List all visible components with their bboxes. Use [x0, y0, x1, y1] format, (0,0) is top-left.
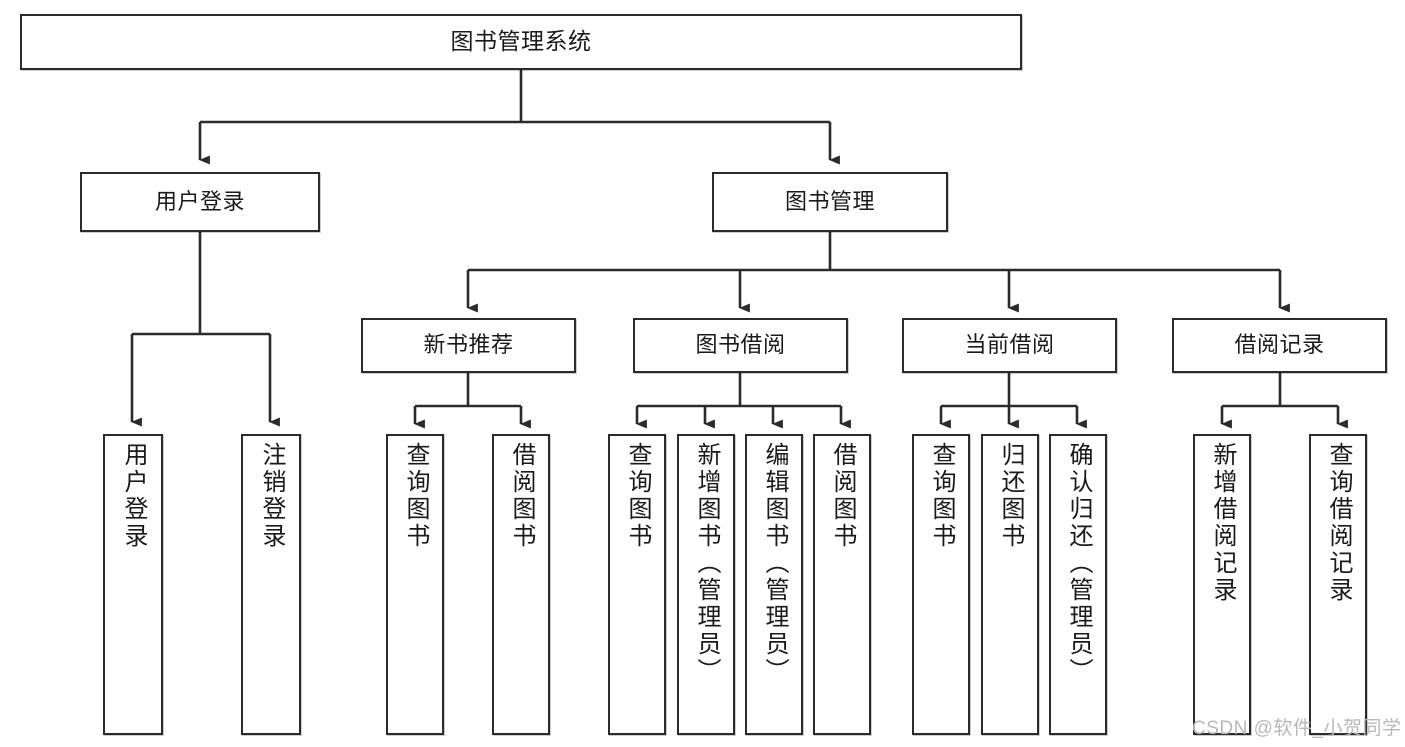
node-label: 用户登录 [154, 188, 245, 214]
leaf-confirm-return-admin[interactable]: 确认归还（管理员） [1049, 434, 1107, 735]
node-label: 当前借阅 [964, 332, 1055, 358]
node-label: 借阅图书 [829, 442, 856, 550]
node-label: 确认归还（管理员） [1065, 442, 1092, 685]
node-book-management[interactable]: 图书管理 [712, 172, 948, 232]
node-label: 图书管理系统 [450, 28, 592, 55]
leaf-add-book-admin[interactable]: 新增图书（管理员） [677, 434, 735, 735]
node-label: 新增借阅记录 [1209, 442, 1236, 604]
node-label: 查询图书 [624, 442, 651, 550]
leaf-query-book-current[interactable]: 查询图书 [912, 434, 970, 735]
node-borrow-record[interactable]: 借阅记录 [1172, 318, 1387, 373]
node-book-borrow[interactable]: 图书借阅 [633, 318, 848, 373]
node-label: 注销登录 [258, 442, 285, 550]
node-label: 查询借阅记录 [1325, 442, 1352, 604]
node-label: 新增图书（管理员） [693, 442, 720, 685]
leaf-add-borrow-record[interactable]: 新增借阅记录 [1193, 434, 1251, 735]
leaf-user-login[interactable]: 用户登录 [103, 434, 163, 735]
node-label: 借阅图书 [508, 442, 535, 550]
leaf-borrow-book-newbook[interactable]: 借阅图书 [492, 434, 550, 735]
node-label: 图书管理 [784, 188, 875, 214]
node-label: 用户登录 [120, 442, 147, 550]
node-label: 查询图书 [402, 442, 429, 550]
node-label: 新书推荐 [423, 332, 514, 358]
leaf-borrow-book[interactable]: 借阅图书 [813, 434, 871, 735]
leaf-query-book-newbook[interactable]: 查询图书 [386, 434, 444, 735]
node-label: 借阅记录 [1234, 332, 1325, 358]
node-current-borrow[interactable]: 当前借阅 [902, 318, 1117, 373]
node-label: 图书借阅 [695, 332, 786, 358]
leaf-edit-book-admin[interactable]: 编辑图书（管理员） [745, 434, 803, 735]
leaf-logout[interactable]: 注销登录 [241, 434, 301, 735]
node-label: 查询图书 [928, 442, 955, 550]
leaf-return-book[interactable]: 归还图书 [981, 434, 1039, 735]
leaf-query-book-borrow[interactable]: 查询图书 [608, 434, 666, 735]
leaf-query-borrow-record[interactable]: 查询借阅记录 [1309, 434, 1367, 735]
node-root-book-management-system[interactable]: 图书管理系统 [20, 14, 1022, 70]
node-label: 编辑图书（管理员） [761, 442, 788, 685]
node-user-login[interactable]: 用户登录 [80, 172, 320, 232]
node-new-book-recommend[interactable]: 新书推荐 [361, 318, 576, 373]
node-label: 归还图书 [997, 442, 1024, 550]
csdn-watermark: CSDN @软件_小贺同学 [1192, 718, 1402, 739]
